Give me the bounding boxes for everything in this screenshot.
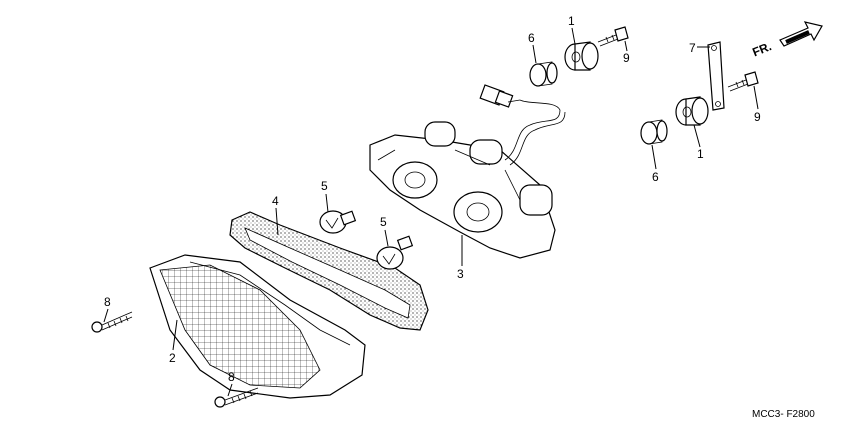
- callout-9-upper: 9: [623, 51, 630, 65]
- callout-1-right: 1: [697, 147, 704, 161]
- screw-upper: [91, 311, 133, 333]
- callout-6-upper: 6: [528, 31, 535, 45]
- callout-5-upper: 5: [321, 179, 328, 193]
- callout-5-lower: 5: [380, 215, 387, 229]
- callout-1-upper: 1: [568, 14, 575, 28]
- collar-upper: [529, 61, 558, 87]
- callout-4: 4: [272, 194, 279, 208]
- leader-6-upper: [532, 44, 537, 64]
- bolt-right: [727, 71, 759, 92]
- collar-right: [640, 119, 668, 145]
- bulb-upper: [319, 210, 357, 234]
- leader-4: [275, 207, 279, 236]
- leader-9-upper: [624, 40, 628, 52]
- callout-8-upper: 8: [104, 295, 111, 309]
- screw-lower: [214, 387, 259, 408]
- bulb-lower: [376, 235, 414, 270]
- leader-1-upper: [571, 27, 576, 45]
- leader-8-upper: [103, 308, 109, 323]
- callout-7: 7: [689, 41, 696, 55]
- callout-2: 2: [169, 351, 176, 365]
- grommet-upper: [564, 41, 599, 71]
- bolt-upper: [597, 26, 629, 47]
- leader-6-right: [651, 144, 657, 170]
- leader-9-right: [753, 85, 759, 110]
- tail-light-housing: [369, 121, 556, 259]
- lens-gasket: [229, 211, 429, 331]
- mounting-stay: [707, 41, 725, 111]
- front-direction-indicator: FR.: [750, 21, 823, 59]
- callout-9-right: 9: [754, 110, 761, 124]
- leader-8-lower: [227, 383, 233, 397]
- drawing-code: MCC3- F2800: [752, 409, 815, 420]
- front-direction-label: FR.: [750, 39, 773, 59]
- callout-6-right: 6: [652, 170, 659, 184]
- callout-3: 3: [457, 267, 464, 281]
- tail-light-lens: [149, 254, 366, 399]
- grommet-right: [675, 96, 709, 126]
- callout-8-lower: 8: [228, 370, 235, 384]
- leader-2: [172, 319, 178, 351]
- leader-5-upper: [325, 193, 329, 213]
- leader-5-lower: [384, 229, 389, 247]
- front-arrow-icon: [779, 21, 823, 47]
- wiring-harness: [479, 84, 566, 166]
- leader-1-right: [693, 124, 701, 148]
